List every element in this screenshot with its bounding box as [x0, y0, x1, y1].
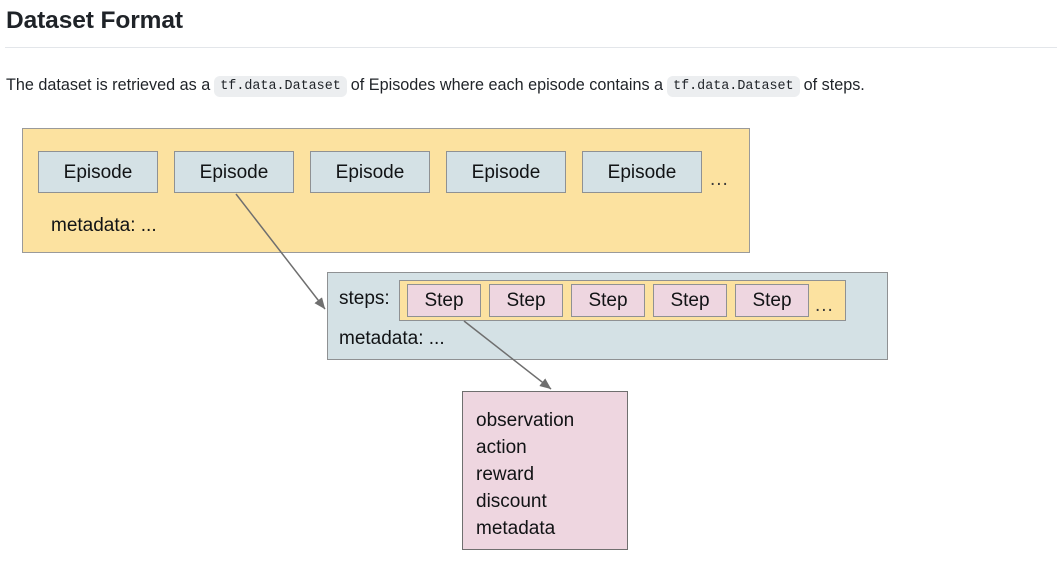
episode-box-5-label: Episode — [607, 161, 677, 183]
episode-box-3: Episode — [310, 151, 430, 193]
step-field-observation: observation — [476, 410, 575, 431]
episode-box-4: Episode — [446, 151, 566, 193]
episodes-metadata-label: metadata: ... — [51, 215, 157, 236]
episode-box-2: Episode — [174, 151, 294, 193]
step-box-5-label: Step — [752, 290, 792, 311]
step-field-action: action — [476, 437, 527, 458]
step-box-4: Step — [653, 284, 727, 317]
steps-ellipsis: ... — [815, 295, 834, 316]
episode-box-1-label: Episode — [63, 161, 133, 183]
step-field-metadata: metadata — [476, 518, 556, 539]
episode-box-2-label: Episode — [199, 161, 269, 183]
code-chip-dataset-episodes: tf.data.Dataset — [214, 76, 347, 97]
step-box-2: Step — [489, 284, 563, 317]
steps-strip: Step Step Step Step Step ... — [399, 280, 846, 321]
page-title: Dataset Format — [6, 7, 183, 34]
steps-metadata-label: metadata: ... — [339, 328, 445, 349]
step-box-2-label: Step — [506, 290, 546, 311]
episode-box-row: Episode Episode Episode Episode Episode … — [38, 151, 729, 193]
intro-text-part-2: of Episodes where each episode contains … — [350, 76, 664, 94]
episode-box-3-label: Episode — [335, 161, 405, 183]
steps-container: steps: Step Step Step Step Step ... meta… — [327, 272, 888, 360]
title-divider — [5, 47, 1057, 48]
code-chip-dataset-steps: tf.data.Dataset — [667, 76, 800, 97]
episode-box-5: Episode — [582, 151, 702, 193]
episode-box-1: Episode — [38, 151, 158, 193]
intro-text-part-3: of steps. — [803, 76, 865, 94]
step-box-3-label: Step — [588, 290, 628, 311]
episode-box-4-label: Episode — [471, 161, 541, 183]
step-field-reward: reward — [476, 464, 535, 485]
step-box-3: Step — [571, 284, 645, 317]
episodes-container: Episode Episode Episode Episode Episode … — [22, 128, 750, 253]
step-box-5: Step — [735, 284, 809, 317]
intro-text-part-1: The dataset is retrieved as a — [6, 76, 211, 94]
episodes-ellipsis: ... — [710, 169, 729, 190]
step-field-discount: discount — [476, 491, 547, 512]
step-box-4-label: Step — [670, 290, 710, 311]
steps-label: steps: — [339, 288, 390, 309]
step-box-1-label: Step — [424, 290, 464, 311]
step-box-1: Step — [407, 284, 481, 317]
step-detail-box: observation action reward discount metad… — [462, 391, 628, 550]
